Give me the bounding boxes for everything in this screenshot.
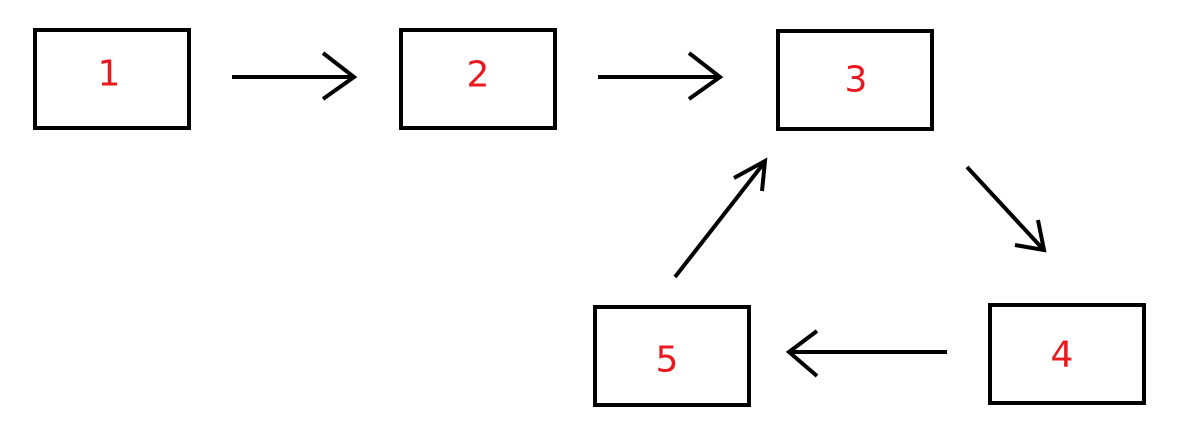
node-5: 5 <box>593 305 751 407</box>
edge-2-to-3-arrowhead <box>687 51 724 101</box>
node-3-box <box>776 29 934 131</box>
edge-2-to-3 <box>598 51 724 101</box>
edge-1-to-2 <box>232 51 358 101</box>
node-1-label: 1 <box>98 54 121 95</box>
node-2: 2 <box>399 28 557 130</box>
node-2-box <box>399 28 557 130</box>
edge-3-to-4-arrowhead <box>1014 219 1047 253</box>
edge-3-to-4-shaft <box>965 165 1044 250</box>
node-5-box <box>593 305 751 407</box>
node-4-box <box>988 303 1146 405</box>
node-4-label: 4 <box>1051 335 1074 376</box>
node-2-label: 2 <box>467 55 490 96</box>
node-1: 1 <box>33 28 191 130</box>
edge-5-to-3-shaft <box>673 161 766 279</box>
edge-4-to-5-arrowhead <box>785 329 819 378</box>
edge-5-to-3 <box>673 157 768 279</box>
node-3-label: 3 <box>845 60 868 101</box>
node-4: 4 <box>988 303 1146 405</box>
edge-5-to-3-arrowhead <box>733 157 768 192</box>
node-3: 3 <box>776 29 934 131</box>
node-1-box <box>33 28 191 130</box>
edge-4-to-5 <box>785 329 947 378</box>
edge-3-to-4 <box>965 165 1047 253</box>
edge-1-to-2-arrowhead <box>321 51 358 101</box>
node-5-label: 5 <box>656 340 679 381</box>
